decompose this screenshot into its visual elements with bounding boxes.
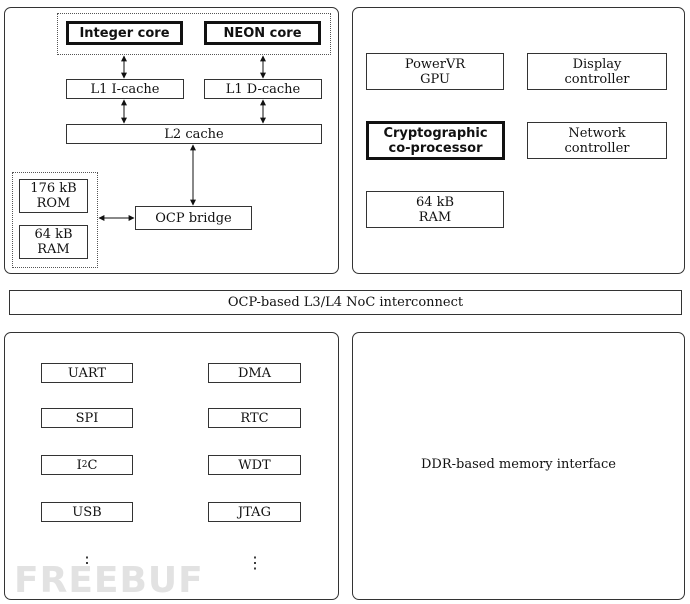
rom-block: 176 kB ROM [19,179,88,213]
i2c-label-prefix: I [76,457,82,473]
cores-group [57,13,331,55]
rtc-block: RTC [208,408,301,428]
i2c-label-suffix: C [87,457,98,473]
wdt-block: WDT [208,455,301,475]
powervr-gpu: PowerVR GPU [366,53,504,90]
ram-block: 64 kB RAM [19,225,88,259]
neon-core: NEON core [204,21,321,45]
accelerator-ram: 64 kB RAM [366,191,504,228]
cryptographic-coprocessor: Cryptographic co-processor [366,121,505,160]
memory-interface-panel [352,332,685,600]
l1-dcache: L1 D-cache [204,79,322,99]
ddr-memory-interface-label: DDR-based memory interface [421,456,616,472]
jtag-block: JTAG [208,502,301,522]
dma-block: DMA [208,363,301,383]
l1-icache: L1 I-cache [66,79,184,99]
io-panel [4,332,339,600]
integer-core: Integer core [66,21,183,45]
right-ellipsis: ⋮ [247,552,263,572]
usb-block: USB [41,502,133,522]
left-ellipsis: ⋮ [79,552,95,572]
uart-block: UART [41,363,133,383]
display-controller: Display controller [527,53,667,90]
accelerator-panel [352,7,685,274]
i2c-label-superscript: 2 [81,459,88,470]
on-chip-memory-group [12,172,98,268]
cpu-subsystem-panel [4,7,339,274]
ocp-bridge: OCP bridge [135,206,252,230]
network-controller: Network controller [527,122,667,159]
noc-interconnect: OCP-based L3/L4 NoC interconnect [9,290,682,315]
freebuf-watermark: FREEBUF [14,560,204,601]
l2-cache: L2 cache [66,124,322,144]
spi-block: SPI [41,408,133,428]
